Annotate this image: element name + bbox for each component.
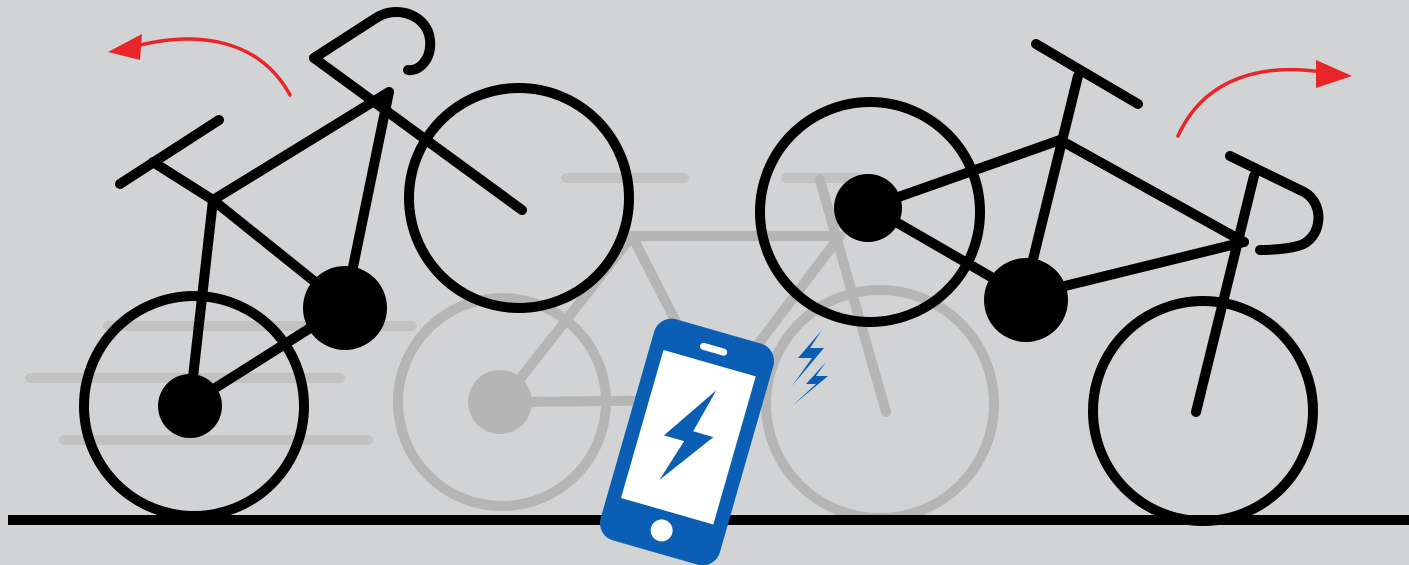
right-bicycle-rear-hub bbox=[834, 174, 902, 242]
left-bicycle-crank bbox=[303, 266, 387, 350]
right-bicycle-crank bbox=[984, 258, 1068, 342]
left-bicycle-rear-hub bbox=[158, 374, 222, 438]
